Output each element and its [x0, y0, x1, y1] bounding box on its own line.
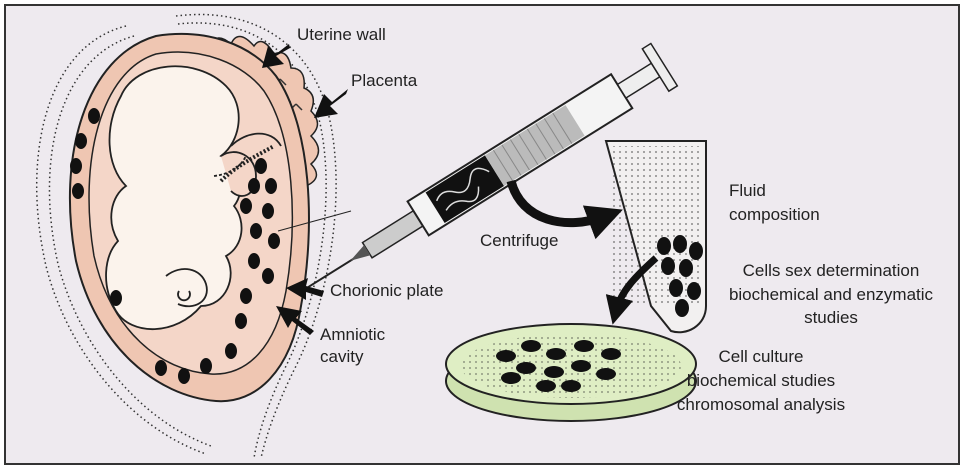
label-amniotic-line1: Amniotic: [320, 324, 385, 345]
label-placenta: Placenta: [351, 70, 417, 91]
arrow-placenta: [314, 89, 348, 118]
label-cells-line1: Cells sex determination: [706, 260, 956, 281]
label-amniotic-line2: cavity: [320, 346, 363, 367]
label-culture-line2: biochemical studies: [646, 370, 876, 391]
arrow-centrifuge: [511, 181, 606, 223]
label-centrifuge: Centrifuge: [480, 230, 558, 251]
label-cells-line3: studies: [706, 307, 956, 328]
label-culture-line3: chromosomal analysis: [646, 394, 876, 415]
label-cells-line2: biochemical and enzymatic: [706, 284, 956, 305]
label-chorionic-plate: Chorionic plate: [330, 280, 443, 301]
label-fluid-line1: Fluid: [729, 180, 766, 201]
label-fluid-line2: composition: [729, 204, 820, 225]
label-culture-line1: Cell culture: [646, 346, 876, 367]
label-uterine-wall: Uterine wall: [297, 24, 386, 45]
diagram-frame: Uterine wall Placenta Chorionic plate Am…: [4, 4, 960, 465]
